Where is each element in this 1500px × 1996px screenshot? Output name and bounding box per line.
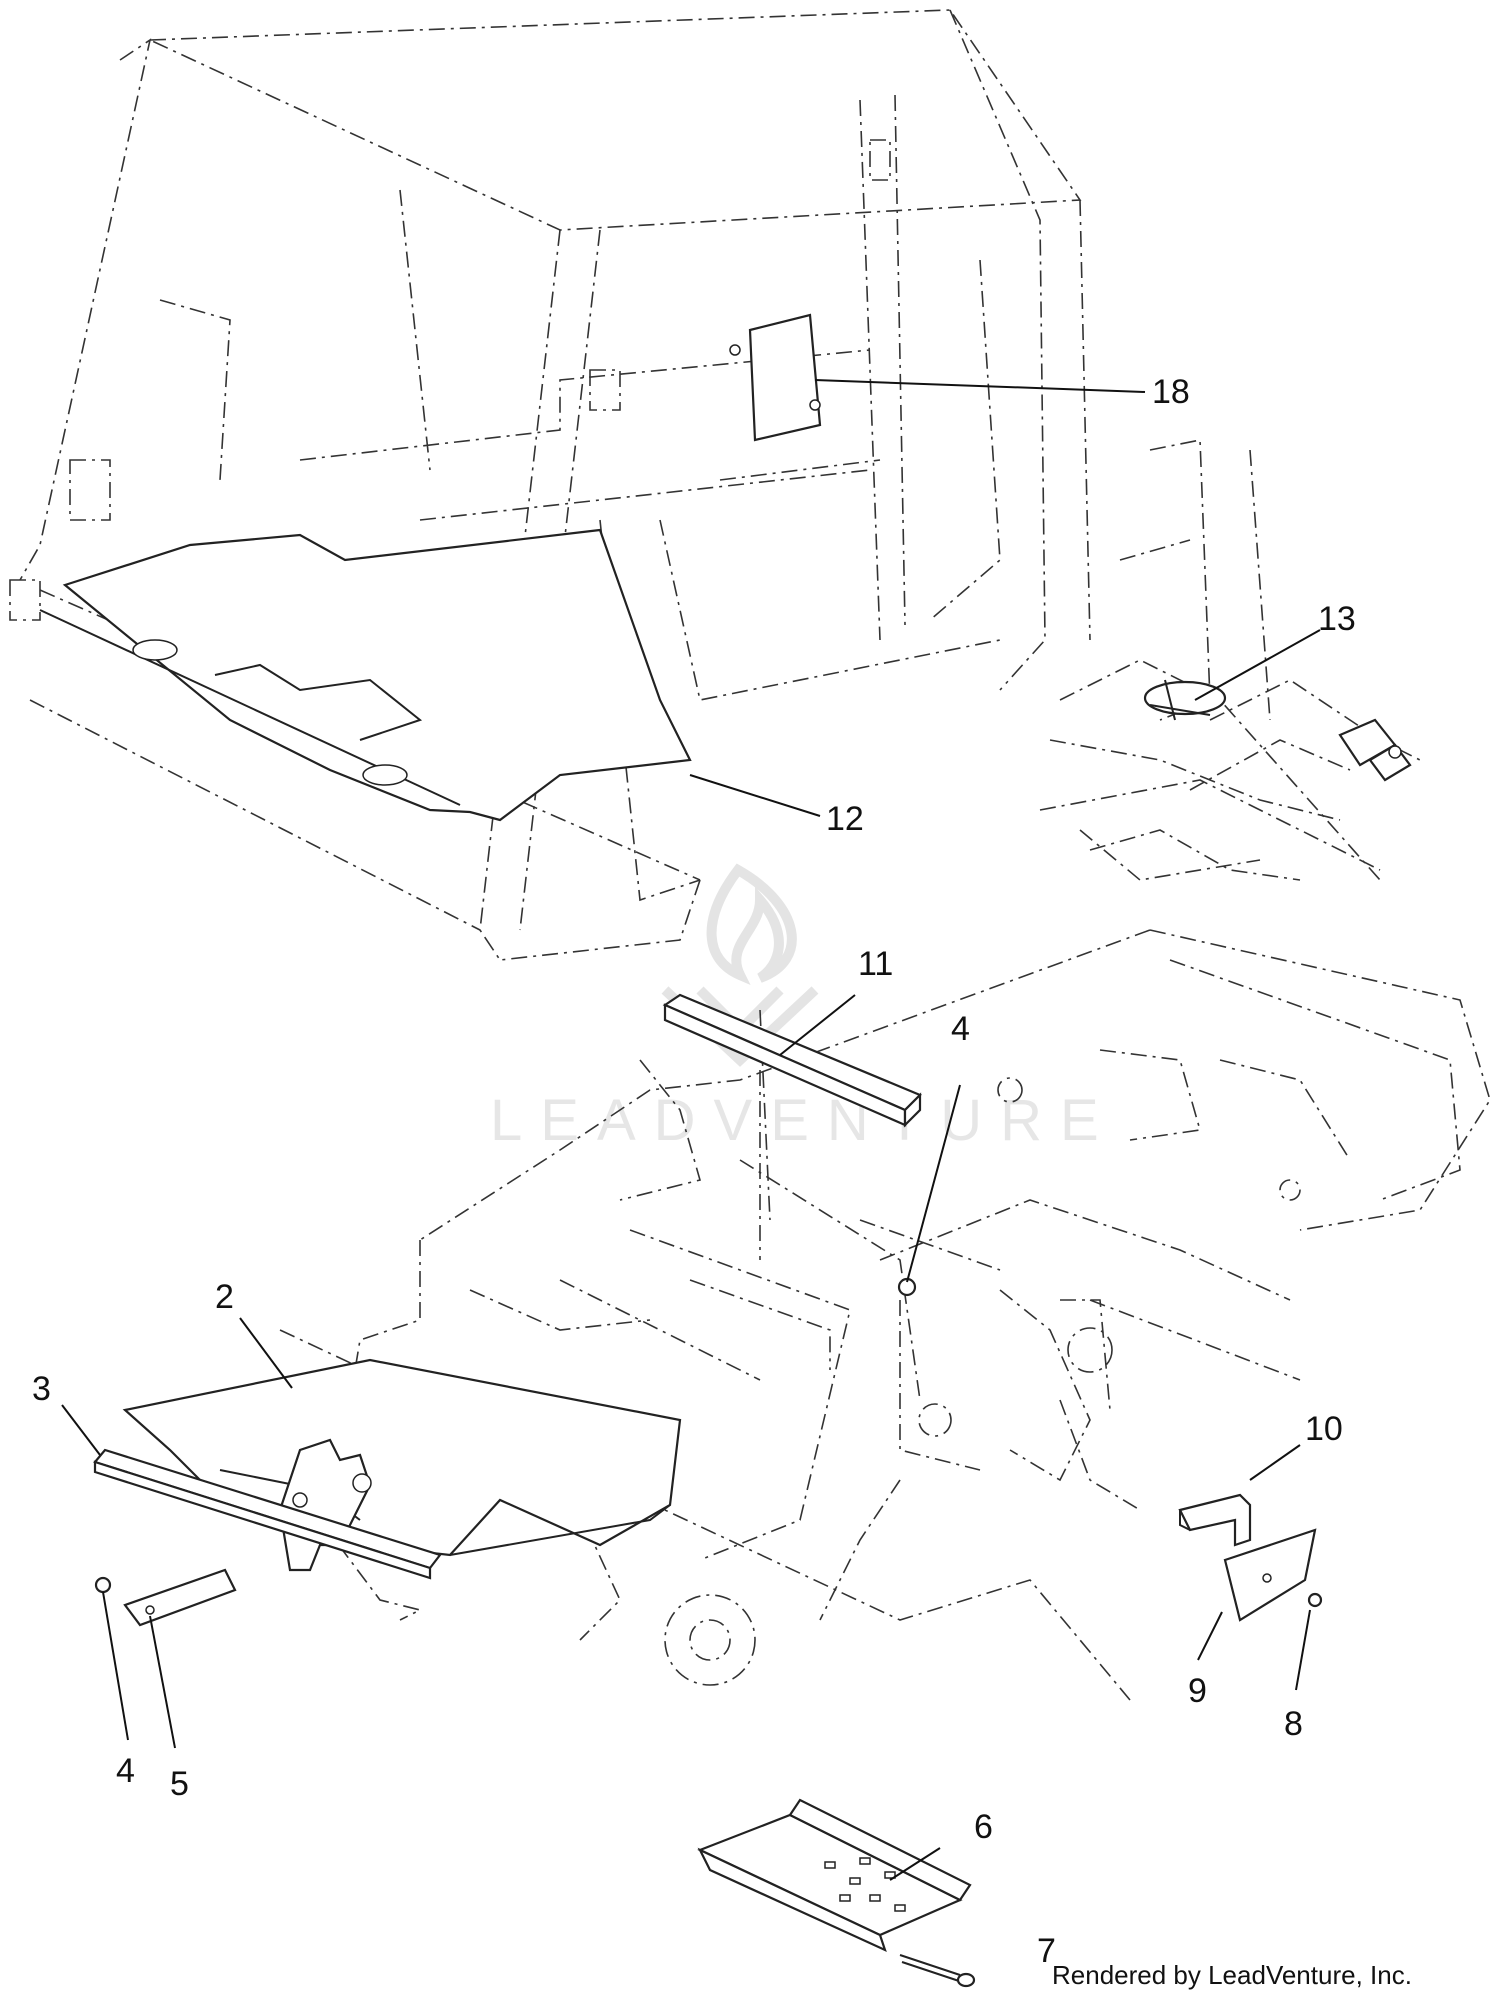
leader-3 (61, 1404, 101, 1456)
watermark-text: LEADVENTURE (490, 1088, 1117, 1153)
part-8-screw (1307, 1592, 1323, 1608)
leader-4-upper (906, 1084, 961, 1283)
callout-7: 7 (1037, 1932, 1056, 1970)
leader-13 (1194, 629, 1321, 701)
leader-5 (149, 1615, 176, 1749)
callout-2: 2 (215, 1278, 234, 1316)
render-credit: Rendered by LeadVenture, Inc. (1052, 1960, 1412, 1990)
part-5-plate (123, 1568, 237, 1627)
callout-9: 9 (1188, 1672, 1207, 1710)
callout-8: 8 (1284, 1705, 1303, 1743)
part-4-washer-lower (94, 1576, 112, 1594)
callout-labels: 18 12 13 11 4 2 3 10 9 8 4 5 6 7 (32, 373, 1356, 1970)
part-6-step-plate (697, 1798, 972, 1953)
leader-12 (689, 774, 821, 817)
chassis-frame (279, 929, 1491, 1701)
leader-18 (814, 379, 1146, 393)
callout-4-upper: 4 (951, 1010, 970, 1048)
leader-9 (1197, 1611, 1223, 1661)
leader-6 (889, 1847, 941, 1881)
watermark: LEADVENTURE (490, 863, 1117, 1153)
part-10-bumper (1178, 1493, 1252, 1547)
part-7-screw (899, 1954, 976, 1988)
part-11-foam-strip (662, 993, 922, 1128)
leader-2 (239, 1317, 293, 1389)
hose-fitting (1338, 718, 1412, 782)
inset-detail (1039, 439, 1421, 881)
part-9-plate (1223, 1528, 1317, 1622)
part-18-access-panel (729, 313, 822, 442)
callout-10: 10 (1305, 1410, 1343, 1448)
leader-4-lower (102, 1591, 129, 1741)
callout-13: 13 (1318, 600, 1356, 638)
callout-6: 6 (974, 1808, 993, 1846)
part-12-floor-mat (39, 528, 692, 822)
cab-frame (9, 9, 1091, 961)
callout-5: 5 (170, 1765, 189, 1803)
leader-lines (61, 379, 1321, 1881)
callout-3: 3 (32, 1370, 51, 1408)
leader-11 (779, 994, 856, 1056)
part-3-strip (93, 1448, 442, 1580)
part-2-floor-plate (122, 1358, 682, 1557)
callout-12: 12 (826, 800, 864, 838)
callout-18: 18 (1152, 373, 1190, 411)
leader-8 (1295, 1609, 1311, 1691)
part-13-clamp (1143, 679, 1227, 721)
callout-11: 11 (858, 945, 893, 983)
callout-4-lower: 4 (116, 1752, 135, 1790)
leader-10 (1249, 1444, 1301, 1481)
